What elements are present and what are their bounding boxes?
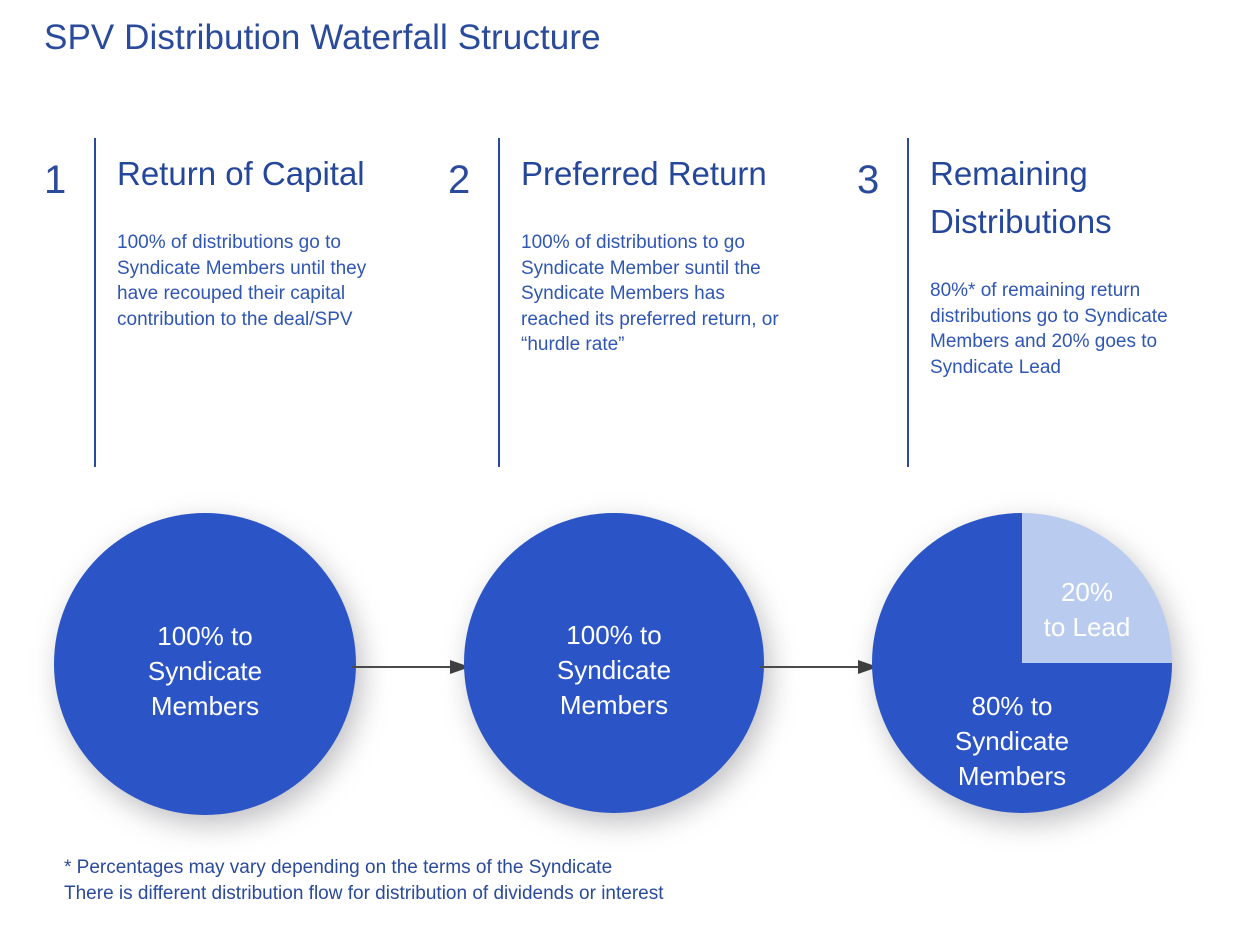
step-divider-1	[94, 138, 96, 467]
step-heading-2: Preferred Return	[521, 155, 767, 192]
step-card-3: 3 Remaining Distributions 80%* of remain…	[857, 138, 1242, 470]
footnote-line-2: There is different distribution flow for…	[64, 883, 664, 904]
step-body-2: Preferred Return 100% of distributions t…	[521, 138, 848, 358]
flow-node-1-label: 100% to Syndicate Members	[147, 621, 263, 721]
pie-slice-label-lead: 20% to Lead	[1043, 577, 1131, 642]
pie-slice-label-syndicate-members: 80% to Syndicate Members	[954, 691, 1070, 791]
step-description-3: 80%* of remaining return distributions g…	[930, 280, 1168, 378]
flow-node-preferred-return: 100% to Syndicate Members	[464, 513, 764, 813]
flow-connector-1-to-2	[352, 657, 470, 677]
flow-node-2-label: 100% to Syndicate Members	[556, 620, 672, 720]
step-card-1: 1 Return of Capital 100% of distribution…	[44, 138, 434, 470]
step-body-3: Remaining Distributions 80%* of remainin…	[930, 138, 1242, 380]
step-heading-3: Remaining Distributions	[930, 155, 1112, 240]
step-description-2: 100% of distributions to go Syndicate Me…	[521, 232, 779, 355]
step-number-1: 1	[44, 158, 67, 202]
flow-node-remaining-distributions-pie: 20% to Lead 80% to Syndicate Members	[872, 513, 1172, 813]
footnote-line-1: * Percentages may vary depending on the …	[64, 857, 613, 878]
step-number-3: 3	[857, 158, 880, 202]
step-card-2: 2 Preferred Return 100% of distributions…	[448, 138, 848, 470]
step-divider-2	[498, 138, 500, 467]
page-title: SPV Distribution Waterfall Structure	[44, 18, 601, 57]
distribution-flow-diagram: 100% to Syndicate Members 100% to Syndic…	[0, 500, 1254, 860]
steps-row: 1 Return of Capital 100% of distribution…	[0, 138, 1254, 470]
footnotes: * Percentages may vary depending on the …	[64, 855, 664, 907]
step-heading-1: Return of Capital	[117, 155, 365, 192]
flow-node-return-of-capital: 100% to Syndicate Members	[54, 513, 356, 815]
step-body-1: Return of Capital 100% of distributions …	[117, 138, 434, 332]
flow-connector-2-to-3	[760, 657, 878, 677]
step-description-1: 100% of distributions go to Syndicate Me…	[117, 232, 367, 330]
step-number-2: 2	[448, 158, 471, 202]
step-divider-3	[907, 138, 909, 467]
